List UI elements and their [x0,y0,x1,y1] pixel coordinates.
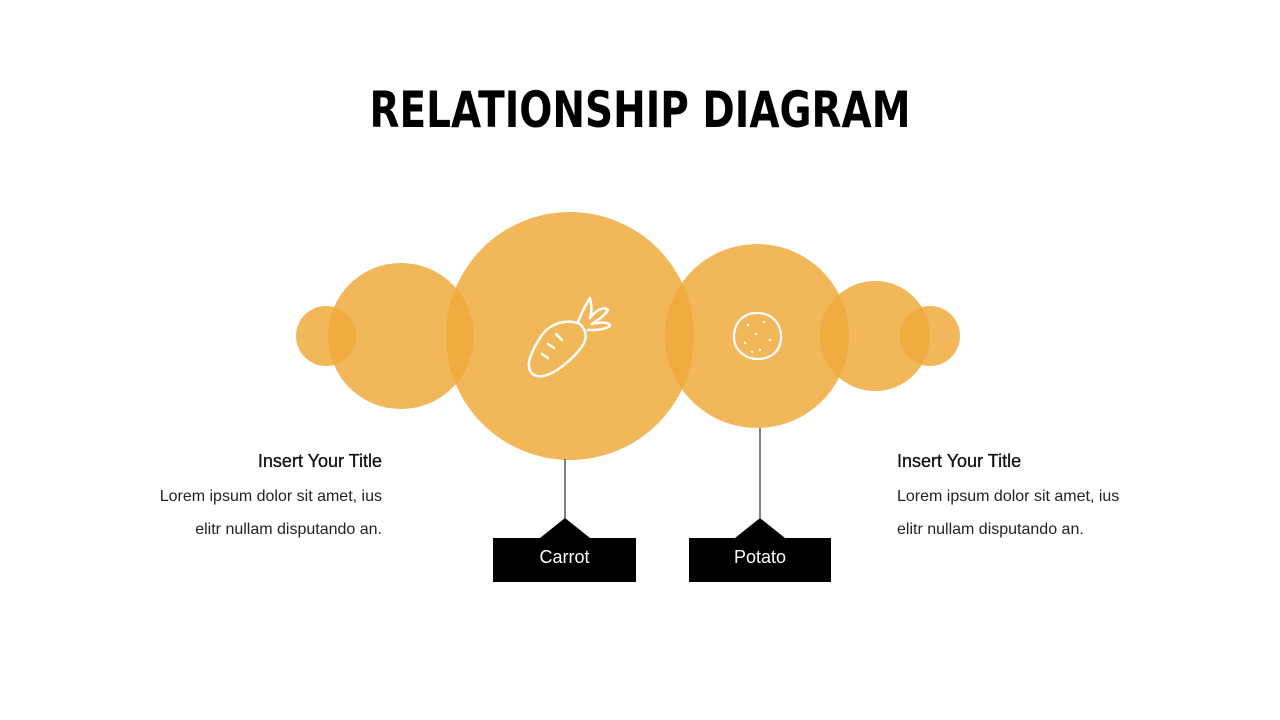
circle-small-right [900,306,960,366]
circle-medium-left [328,263,474,409]
text-block-left: Insert Your Title Lorem ipsum dolor sit … [132,448,382,546]
text-block-title: Insert Your Title [897,451,1022,471]
text-block-title: Insert Your Title [257,451,382,471]
slide-title: RELATIONSHIP DIAGRAM [369,81,911,139]
tag-label-potato: Potato [734,547,786,567]
text-block-right: Insert Your Title Lorem ipsum dolor sit … [897,448,1147,546]
text-block-body: Lorem ipsum dolor sit amet, ius elitr nu… [897,488,1120,538]
circle-medium-right [820,281,930,391]
circle-large-carrot [446,212,694,460]
potato-icon [732,311,783,361]
circle-large-potato [665,244,849,428]
tag-potato: Potato [689,518,831,582]
tag-carrot: Carrot [493,518,636,582]
tag-label-carrot: Carrot [539,547,589,567]
text-block-body: Lorem ipsum dolor sit amet, ius elitr nu… [159,488,382,538]
circle-group [296,212,960,460]
carrot-icon [527,296,612,378]
